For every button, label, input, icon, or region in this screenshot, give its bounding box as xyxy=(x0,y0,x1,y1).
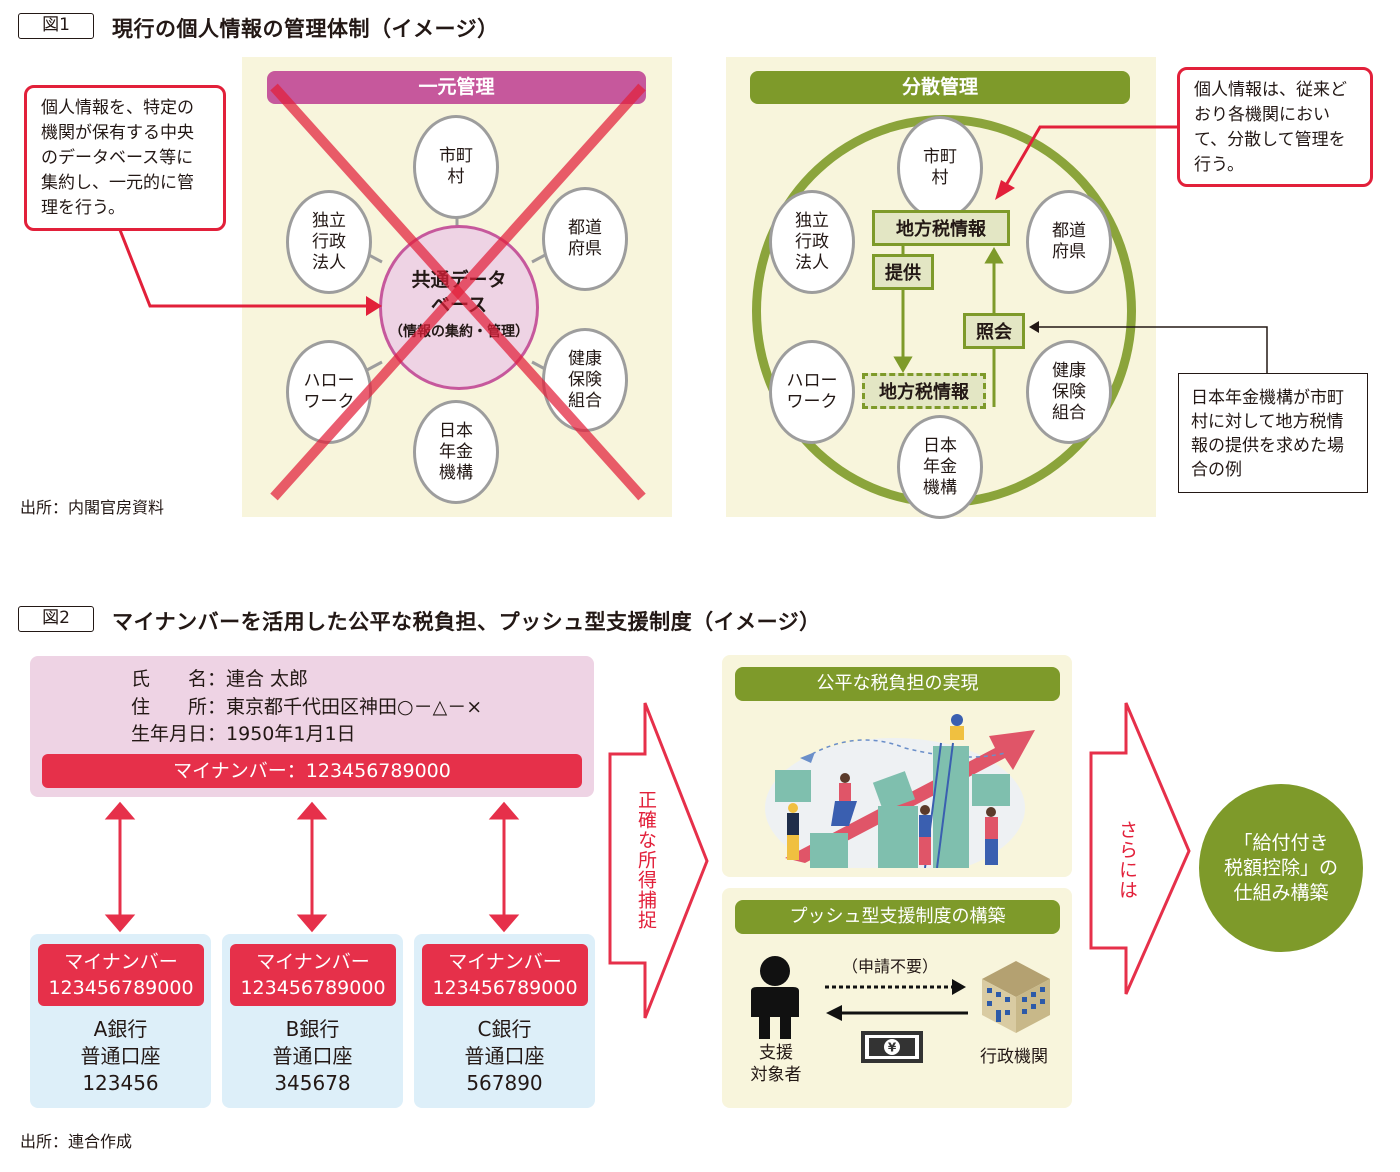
account-type: 普通口座 xyxy=(464,1044,545,1068)
figure2-source: 出所：連合作成 xyxy=(20,1132,133,1151)
distributed-callout: 個人情報は、従来ど おり各機関におい て、分散して管理を 行う。 xyxy=(1177,67,1373,187)
account-type: 普通口座 xyxy=(272,1044,353,1068)
government-building-icon xyxy=(982,961,1050,1033)
address-label: 住 所： xyxy=(131,696,227,718)
local-tax-info-copy: 地方税情報 xyxy=(862,373,986,409)
bank-card-a: マイナンバー 123456789000 A銀行 普通口座 123456 xyxy=(30,934,211,1108)
node-pension-service: 日本 年金 機構 xyxy=(413,400,499,504)
account-number: 345678 xyxy=(274,1071,351,1095)
local-tax-info-source: 地方税情報 xyxy=(872,210,1010,246)
goal-tax-credit-circle: 「給付付き 税額控除」の 仕組み構築 xyxy=(1199,784,1363,952)
node-pension-service: 日本 年金 機構 xyxy=(897,415,983,519)
figure2-title: マイナンバーを活用した公平な税負担、プッシュ型支援制度（イメージ） xyxy=(112,610,821,634)
distributed-header: 分散管理 xyxy=(750,71,1130,104)
bank-mynumber-tag: マイナンバー 123456789000 xyxy=(422,944,588,1006)
account-type: 普通口座 xyxy=(80,1044,161,1068)
mynumber-label: マイナンバー xyxy=(64,951,178,973)
birth-row: 生年月日：1950年1月1日 xyxy=(131,719,356,746)
bank-card-c: マイナンバー 123456789000 C銀行 普通口座 567890 xyxy=(414,934,595,1108)
note-pointer-arrow xyxy=(1029,321,1268,374)
node-prefecture: 都道 府県 xyxy=(1026,190,1112,294)
teamwork-growth-illustration xyxy=(765,714,1035,868)
name-value: 連合 太郎 xyxy=(226,668,309,690)
example-note: 日本年金機構が市町 村に対して地方税情 報の提供を求めた場 合の例 xyxy=(1178,373,1368,493)
big-arrow-income-capture xyxy=(608,702,709,1019)
flow-arrows xyxy=(893,245,1004,407)
bank-details: C銀行 普通口座 567890 xyxy=(414,1016,595,1097)
birth-value: 1950年1月1日 xyxy=(226,723,356,745)
node-hello-work: ハロー ワーク xyxy=(769,340,855,444)
bank-mynumber-tag: マイナンバー 123456789000 xyxy=(230,944,396,1006)
birth-label: 生年月日： xyxy=(131,723,227,745)
big-arrow-furthermore xyxy=(1089,702,1191,995)
mynumber-value: 123456789000 xyxy=(432,977,578,999)
figure1-source: 出所：内閣官房資料 xyxy=(20,498,165,517)
account-number: 123456 xyxy=(82,1071,159,1095)
bank-details: A銀行 普通口座 123456 xyxy=(30,1016,211,1097)
name-row: 氏 名：連合 太郎 xyxy=(131,664,308,691)
account-number: 567890 xyxy=(466,1071,543,1095)
node-municipality: 市町 村 xyxy=(897,116,983,220)
mynumber-value: 123456789000 xyxy=(240,977,386,999)
common-database-subtitle: （情報の集約・管理） xyxy=(389,324,529,340)
no-application-label: （申請不要） xyxy=(842,957,939,976)
mynumber-bar: マイナンバー：123456789000 xyxy=(42,754,582,788)
government-agency-label: 行政機関 xyxy=(980,1047,1048,1067)
common-database-node: 共通データ ベース （情報の集約・管理） xyxy=(379,225,539,390)
yen-symbol: ¥ xyxy=(888,1041,897,1055)
name-label: 氏 名： xyxy=(131,668,227,690)
node-independent-agency: 独立 行政 法人 xyxy=(769,190,855,294)
mynumber-label: マイナンバー xyxy=(448,951,562,973)
callout-pointer-arrow xyxy=(118,229,382,316)
centralized-callout: 個人情報を、特定の 機関が保有する中央 のデータベース等に 集約し、一元的に管 … xyxy=(24,85,226,231)
link-arrows xyxy=(104,801,520,933)
arrow-text-income-capture: 正確な所得捕捉 xyxy=(635,790,657,930)
address-value: 東京都千代田区神田○－△－× xyxy=(226,696,483,718)
figure1-label: 図1 xyxy=(18,13,94,39)
exchange-arrows xyxy=(825,979,968,1021)
money-yen-icon: ¥ xyxy=(861,1031,923,1063)
inquiry-label: 照会 xyxy=(963,313,1025,349)
personal-info-card: 氏 名：連合 太郎 住 所：東京都千代田区神田○－△－× 生年月日：1950年1… xyxy=(30,656,594,797)
bank-name: B銀行 xyxy=(285,1017,340,1041)
bank-name: A銀行 xyxy=(93,1017,148,1041)
figure1-title: 現行の個人情報の管理体制（イメージ） xyxy=(112,17,499,41)
node-health-insurance: 健康 保険 組合 xyxy=(1026,340,1112,444)
common-database-title: 共通データ ベース xyxy=(411,269,507,316)
figure2-label: 図2 xyxy=(18,606,94,632)
bank-mynumber-tag: マイナンバー 123456789000 xyxy=(38,944,204,1006)
support-recipient-label: 支援 対象者 xyxy=(750,1043,802,1085)
person-icon xyxy=(751,956,799,1039)
callout-pointer-arrow xyxy=(995,125,1178,200)
mynumber-value: 123456789000 xyxy=(48,977,194,999)
fair-tax-header: 公平な税負担の実現 xyxy=(735,667,1060,701)
provide-label: 提供 xyxy=(872,254,934,290)
address-row: 住 所：東京都千代田区神田○－△－× xyxy=(131,692,482,719)
paper-plane-icon xyxy=(800,752,815,763)
arrow-text-furthermore: さらには xyxy=(1116,820,1138,900)
bank-card-b: マイナンバー 123456789000 B銀行 普通口座 345678 xyxy=(222,934,403,1108)
node-municipality: 市町 村 xyxy=(413,115,499,219)
node-prefecture: 都道 府県 xyxy=(542,187,628,291)
node-health-insurance: 健康 保険 組合 xyxy=(542,328,628,432)
bank-name: C銀行 xyxy=(477,1017,532,1041)
push-support-header: プッシュ型支援制度の構築 xyxy=(735,900,1060,934)
bank-details: B銀行 普通口座 345678 xyxy=(222,1016,403,1097)
node-hello-work: ハロー ワーク xyxy=(286,340,372,444)
mynumber-label: マイナンバー xyxy=(256,951,370,973)
